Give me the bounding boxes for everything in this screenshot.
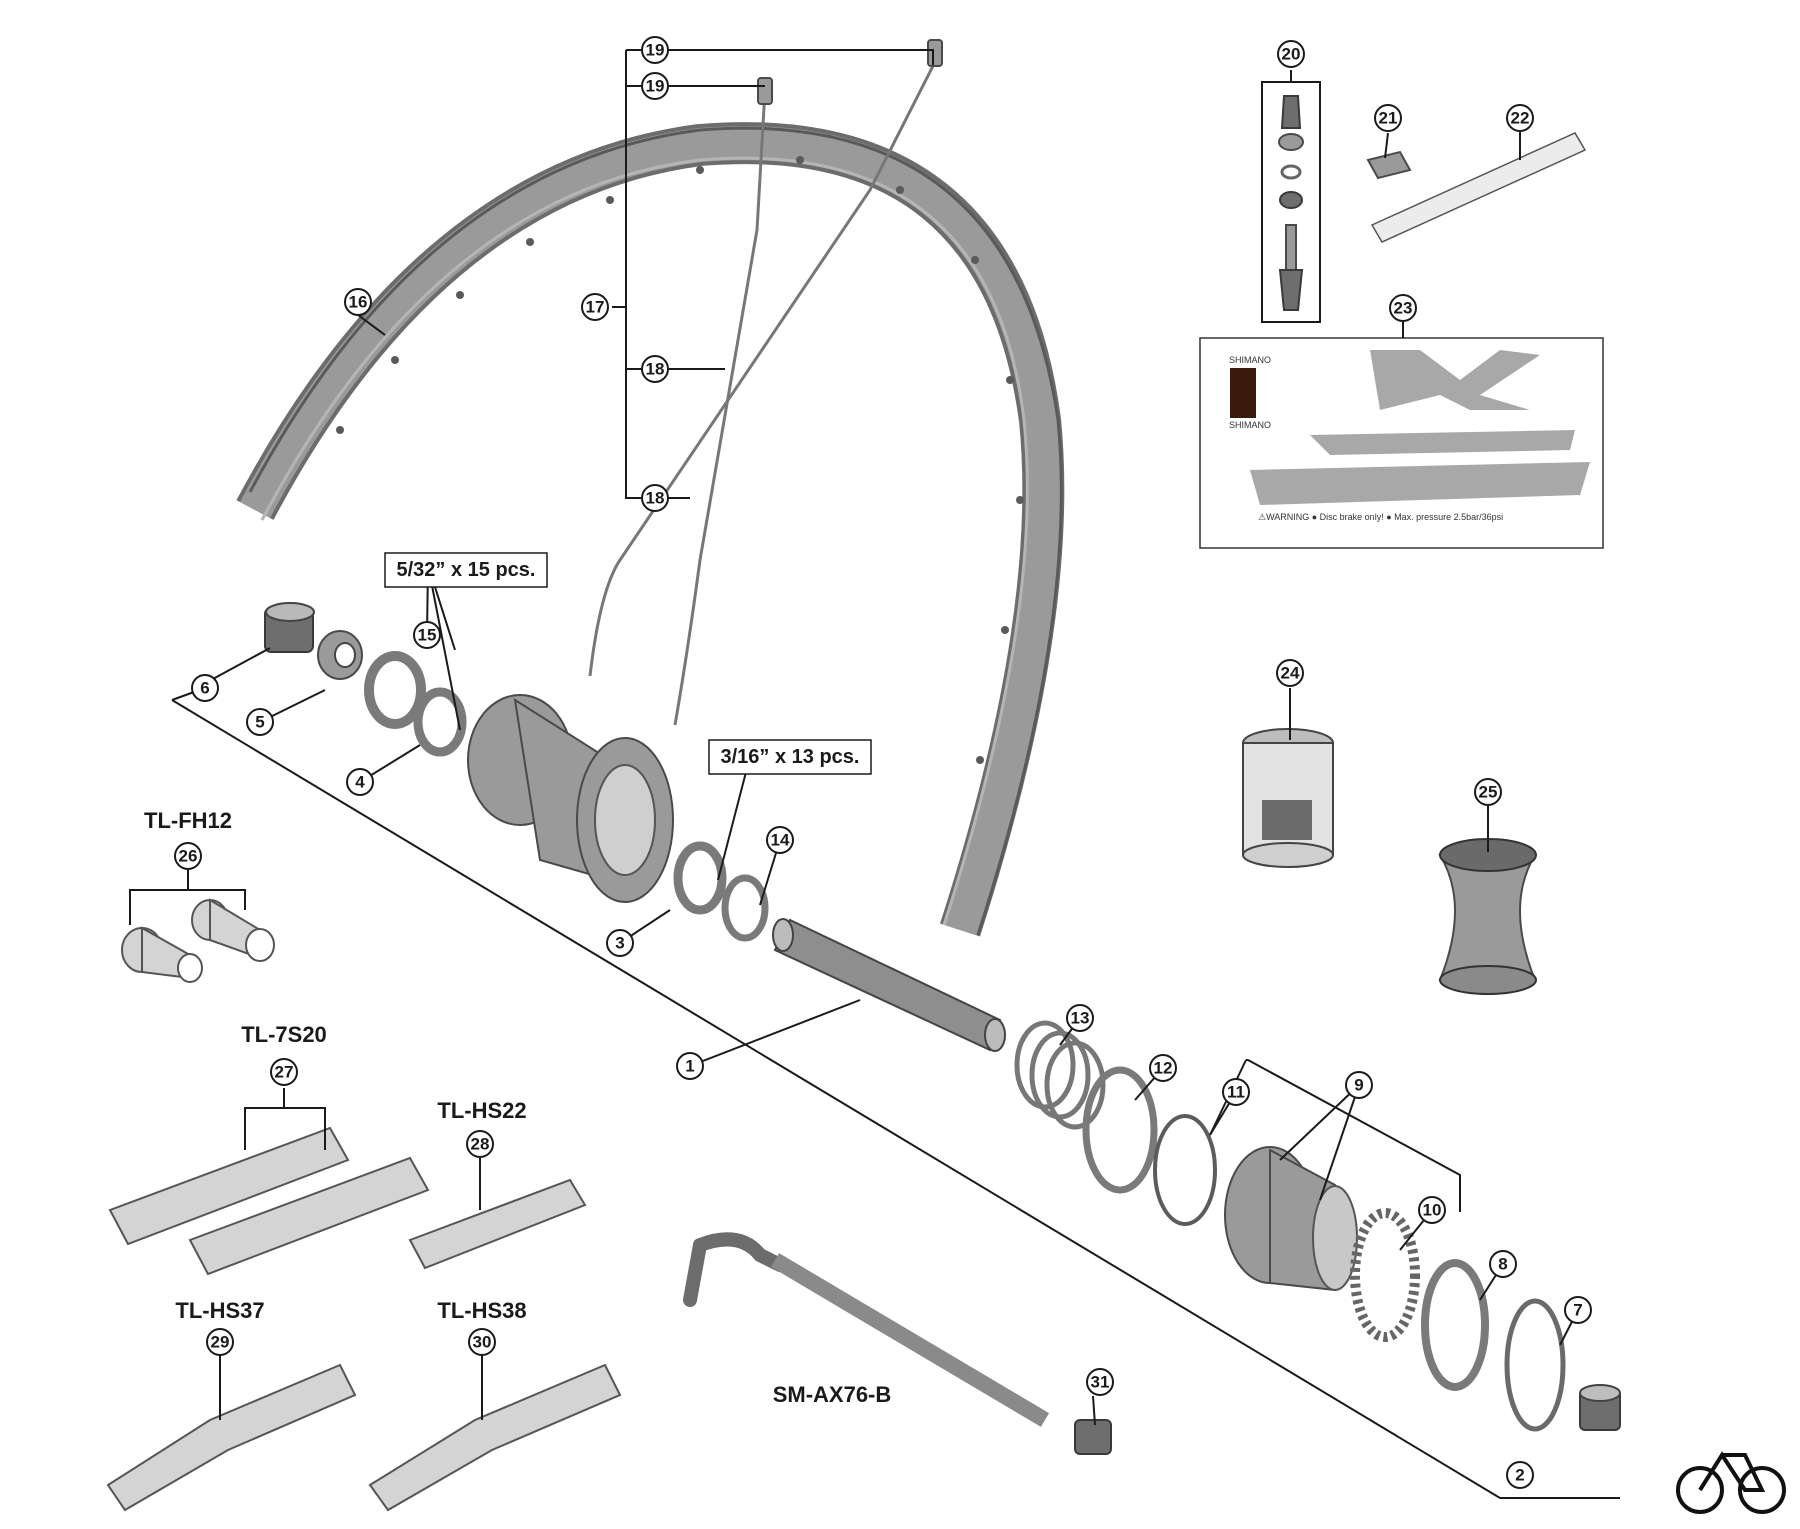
- svg-text:11: 11: [1227, 1083, 1245, 1102]
- callout-24: 24: [1276, 659, 1304, 687]
- callout-28: 28: [466, 1130, 494, 1158]
- axle: [772, 918, 1006, 1052]
- callout-20: 20: [1277, 40, 1305, 68]
- callout-4: 4: [346, 768, 374, 796]
- svg-text:21: 21: [1379, 109, 1398, 128]
- svg-text:25: 25: [1479, 783, 1498, 802]
- callout-18-lower: 18: [641, 484, 669, 512]
- callout-22: 22: [1506, 104, 1534, 132]
- part-callouts: 1 2 3 4 5 6 7 8 9 10 11 12 13 14 15 16 1…: [174, 36, 1592, 1489]
- qty-label-balls-right: 3/16” x 13 pcs.: [721, 746, 860, 768]
- svg-text:12: 12: [1154, 1059, 1173, 1078]
- rim-tape: [1370, 132, 1587, 243]
- svg-text:7: 7: [1573, 1301, 1582, 1320]
- hub-right-parts: [1014, 1020, 1621, 1432]
- callout-17: 17: [581, 293, 609, 321]
- svg-text:4: 4: [355, 773, 365, 792]
- assembly-axis: [171, 699, 1620, 1499]
- svg-text:19: 19: [646, 41, 665, 60]
- svg-text:29: 29: [211, 1333, 230, 1352]
- grease-tub: [1242, 728, 1334, 868]
- callout-5: 5: [246, 708, 274, 736]
- label-tl-7s20: TL-7S20: [241, 1022, 327, 1047]
- decal-brand-bottom: SHIMANO: [1229, 420, 1271, 430]
- svg-text:14: 14: [771, 831, 790, 850]
- svg-text:18: 18: [646, 489, 665, 508]
- callout-7: 7: [1564, 1296, 1592, 1324]
- svg-text:3: 3: [615, 934, 624, 953]
- decal-brand-top: SHIMANO: [1229, 355, 1271, 365]
- qty-label-balls-left: 5/32” x 15 pcs.: [397, 559, 536, 581]
- callout-23: 23: [1389, 294, 1417, 322]
- svg-text:31: 31: [1091, 1373, 1110, 1392]
- label-tl-hs38: TL-HS38: [437, 1298, 526, 1323]
- callout-12: 12: [1149, 1054, 1177, 1082]
- callout-1: 1: [676, 1052, 704, 1080]
- svg-text:1: 1: [685, 1057, 694, 1076]
- callout-19-lower: 19: [641, 72, 669, 100]
- svg-text:20: 20: [1282, 45, 1301, 64]
- decal-set: SHIMANO SHIMANO ⚠WARNING ● Disc brake on…: [1199, 337, 1604, 549]
- callout-2: 2: [1506, 1461, 1534, 1489]
- callout-30: 30: [468, 1328, 496, 1356]
- svg-text:23: 23: [1394, 299, 1413, 318]
- svg-text:15: 15: [418, 626, 437, 645]
- callout-8: 8: [1489, 1250, 1517, 1278]
- callout-13: 13: [1066, 1004, 1094, 1032]
- spokes: [588, 39, 943, 726]
- rim: [236, 122, 1065, 937]
- callout-11: 11: [1222, 1078, 1250, 1106]
- callout-25: 25: [1474, 778, 1502, 806]
- adapter-sleeve: [1438, 838, 1537, 995]
- svg-text:18: 18: [646, 360, 665, 379]
- label-tl-fh12: TL-FH12: [144, 808, 232, 833]
- callout-14: 14: [766, 826, 794, 854]
- qty-box-balls-right: 3/16” x 13 pcs.: [708, 739, 872, 775]
- tl-fh12-tools: [121, 898, 275, 983]
- hub-left-parts: [264, 602, 769, 942]
- bicycle-icon: [1676, 1451, 1786, 1514]
- svg-text:22: 22: [1511, 109, 1530, 128]
- svg-text:16: 16: [349, 293, 368, 312]
- hub-spanners: [106, 1363, 622, 1512]
- svg-text:19: 19: [646, 77, 665, 96]
- label-sm-ax76-b: SM-AX76-B: [773, 1382, 892, 1407]
- svg-text:28: 28: [471, 1135, 490, 1154]
- qty-box-balls-left: 5/32” x 15 pcs.: [384, 552, 548, 588]
- svg-text:30: 30: [473, 1333, 492, 1352]
- callout-19-upper: 19: [641, 36, 669, 64]
- svg-text:2: 2: [1515, 1466, 1524, 1485]
- decal-warning: ⚠WARNING ● Disc brake only! ● Max. press…: [1258, 512, 1503, 522]
- callout-21: 21: [1374, 104, 1402, 132]
- callout-6: 6: [191, 674, 219, 702]
- label-tl-hs22: TL-HS22: [437, 1098, 526, 1123]
- thru-axle: [683, 1232, 1112, 1455]
- svg-text:10: 10: [1423, 1201, 1442, 1220]
- callout-10: 10: [1418, 1196, 1446, 1224]
- svg-text:8: 8: [1498, 1255, 1507, 1274]
- callout-15: 15: [413, 621, 441, 649]
- svg-text:27: 27: [275, 1063, 294, 1082]
- svg-text:6: 6: [200, 679, 209, 698]
- callout-18-upper: 18: [641, 355, 669, 383]
- callout-26: 26: [174, 842, 202, 870]
- svg-text:13: 13: [1071, 1009, 1090, 1028]
- callout-31: 31: [1086, 1368, 1114, 1396]
- callout-27: 27: [270, 1058, 298, 1086]
- svg-text:24: 24: [1281, 664, 1300, 683]
- svg-text:9: 9: [1354, 1076, 1363, 1095]
- valve-insert-part: [1366, 150, 1412, 180]
- svg-text:17: 17: [586, 298, 605, 317]
- callout-3: 3: [606, 929, 634, 957]
- callout-16: 16: [344, 288, 372, 316]
- cone-wrenches: [108, 1126, 587, 1276]
- label-tl-hs37: TL-HS37: [175, 1298, 264, 1323]
- callout-29: 29: [206, 1328, 234, 1356]
- callout-9: 9: [1345, 1071, 1373, 1099]
- valve-kit: [1261, 81, 1321, 323]
- svg-text:26: 26: [179, 847, 198, 866]
- svg-text:5: 5: [255, 713, 264, 732]
